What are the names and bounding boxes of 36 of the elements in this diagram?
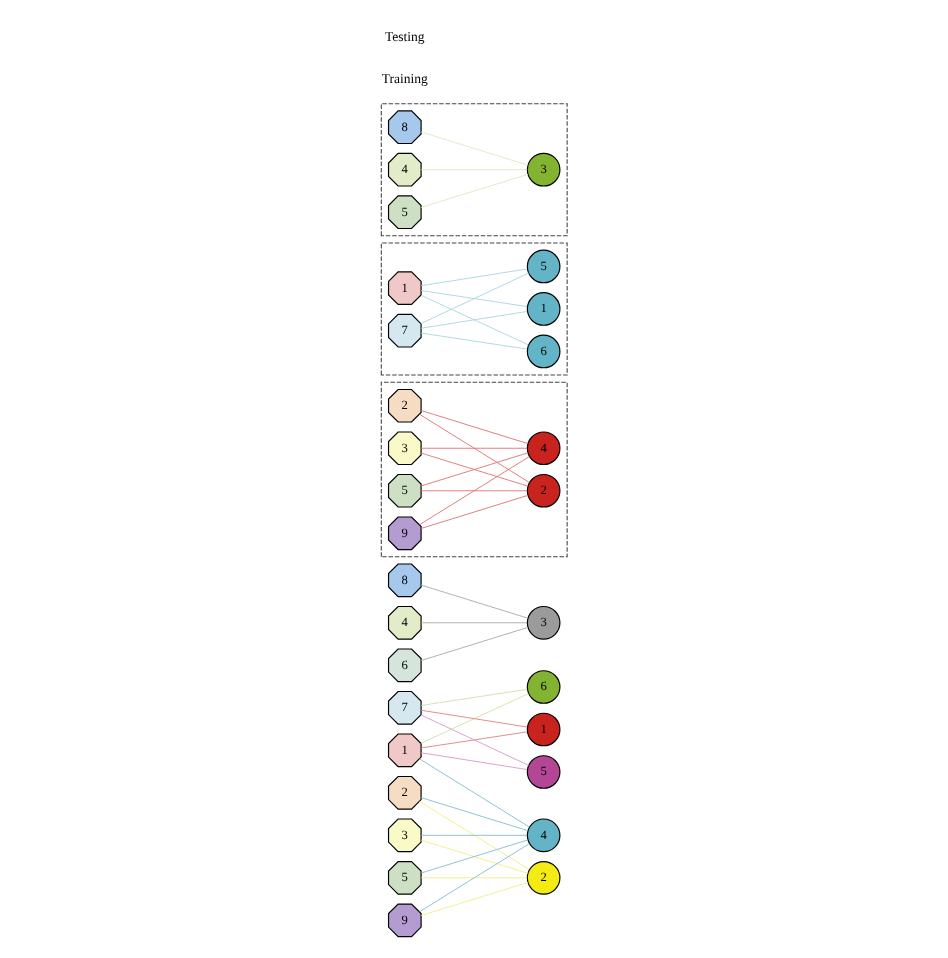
connector xyxy=(420,688,528,706)
connector xyxy=(420,294,529,346)
cluster xyxy=(380,103,568,237)
connector xyxy=(420,714,530,766)
connector xyxy=(420,797,529,832)
connector xyxy=(420,290,528,308)
connector xyxy=(420,452,529,487)
connector xyxy=(420,173,529,208)
connector xyxy=(420,410,529,445)
connector xyxy=(420,626,529,661)
connector xyxy=(420,169,528,171)
connector xyxy=(420,447,528,449)
connector xyxy=(420,834,528,836)
connector xyxy=(420,709,528,728)
connector xyxy=(420,877,528,879)
connector xyxy=(420,494,529,529)
connector xyxy=(420,332,528,350)
connector xyxy=(419,843,530,913)
connector xyxy=(419,456,530,526)
cluster xyxy=(380,381,568,558)
connector xyxy=(420,622,528,624)
connector xyxy=(420,752,528,770)
connector xyxy=(420,731,528,749)
connector xyxy=(419,413,530,483)
connector xyxy=(419,758,530,828)
connector xyxy=(420,839,529,874)
connector xyxy=(420,131,529,166)
connector xyxy=(420,272,530,324)
connector xyxy=(420,311,528,329)
cluster xyxy=(380,242,568,376)
connector xyxy=(419,800,530,870)
connector xyxy=(420,490,528,492)
connector xyxy=(420,268,528,287)
connector xyxy=(420,693,529,744)
connector xyxy=(420,584,529,619)
connector xyxy=(420,881,529,916)
